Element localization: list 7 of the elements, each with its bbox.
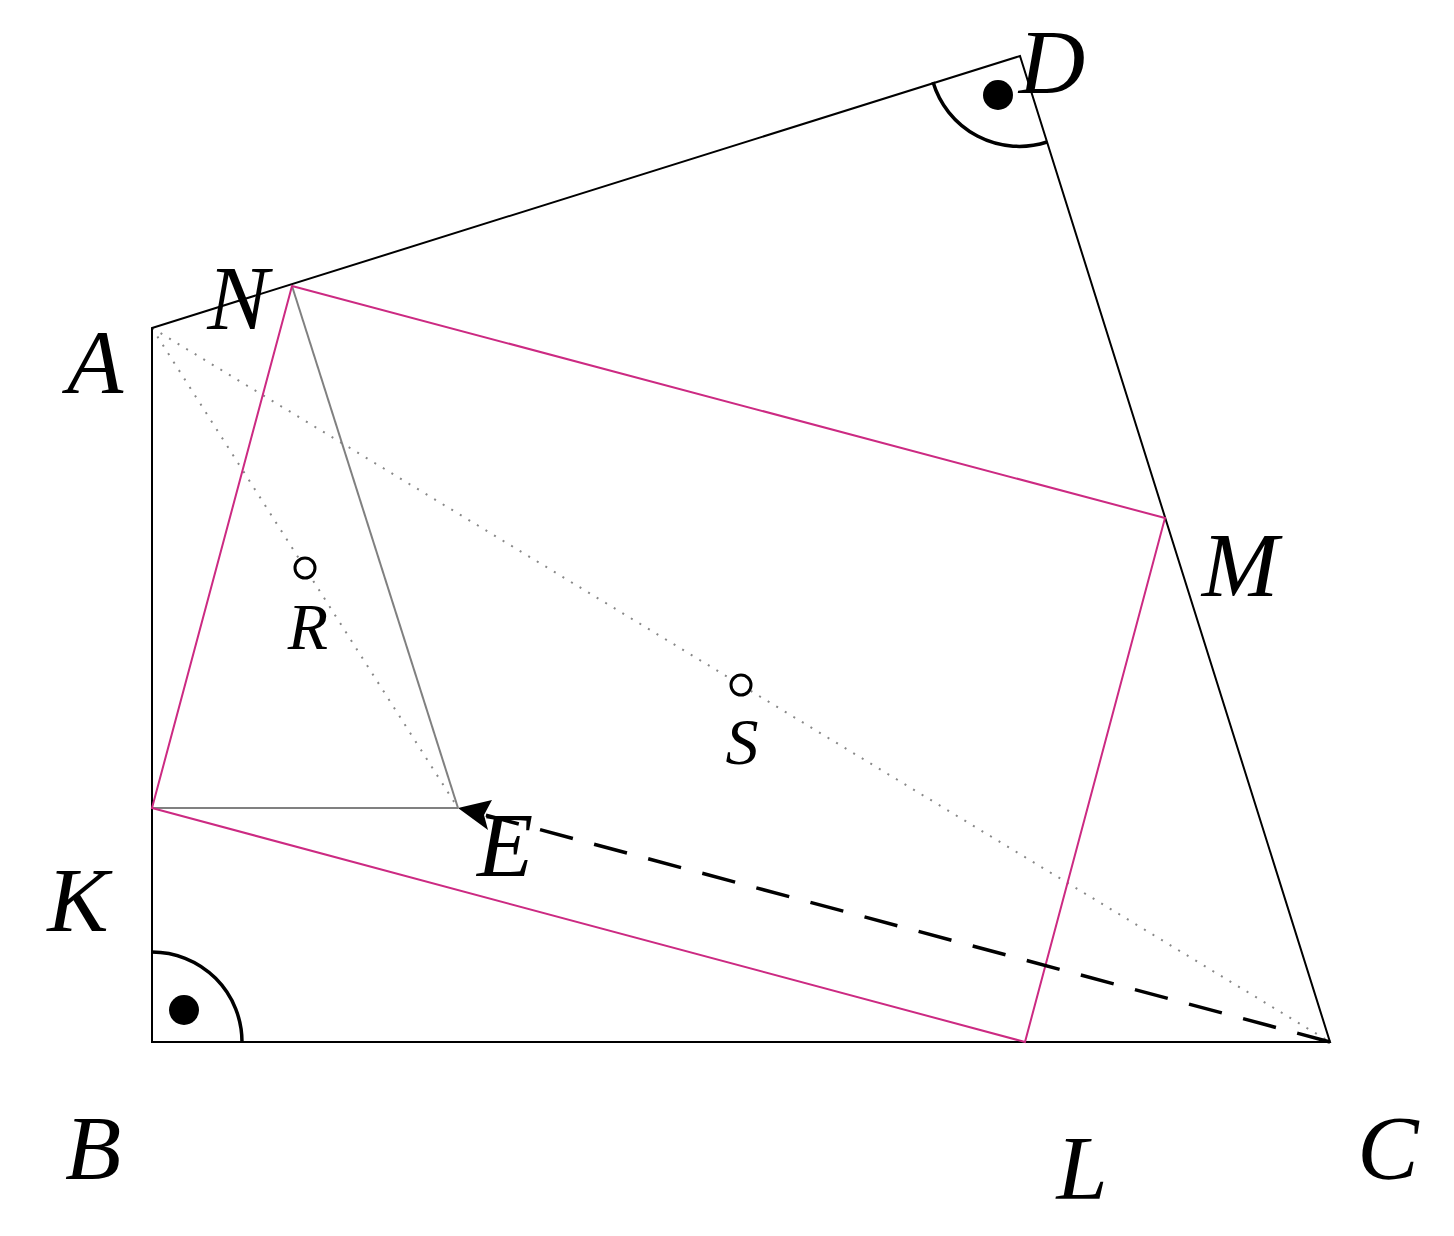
point-label: D	[1018, 16, 1086, 108]
point-label: L	[1056, 1122, 1108, 1214]
point-label: C	[1357, 1102, 1419, 1194]
point-label: E	[476, 799, 534, 891]
point-label: S	[725, 709, 759, 775]
point-label: R	[287, 594, 329, 660]
point-label: B	[64, 1102, 122, 1194]
